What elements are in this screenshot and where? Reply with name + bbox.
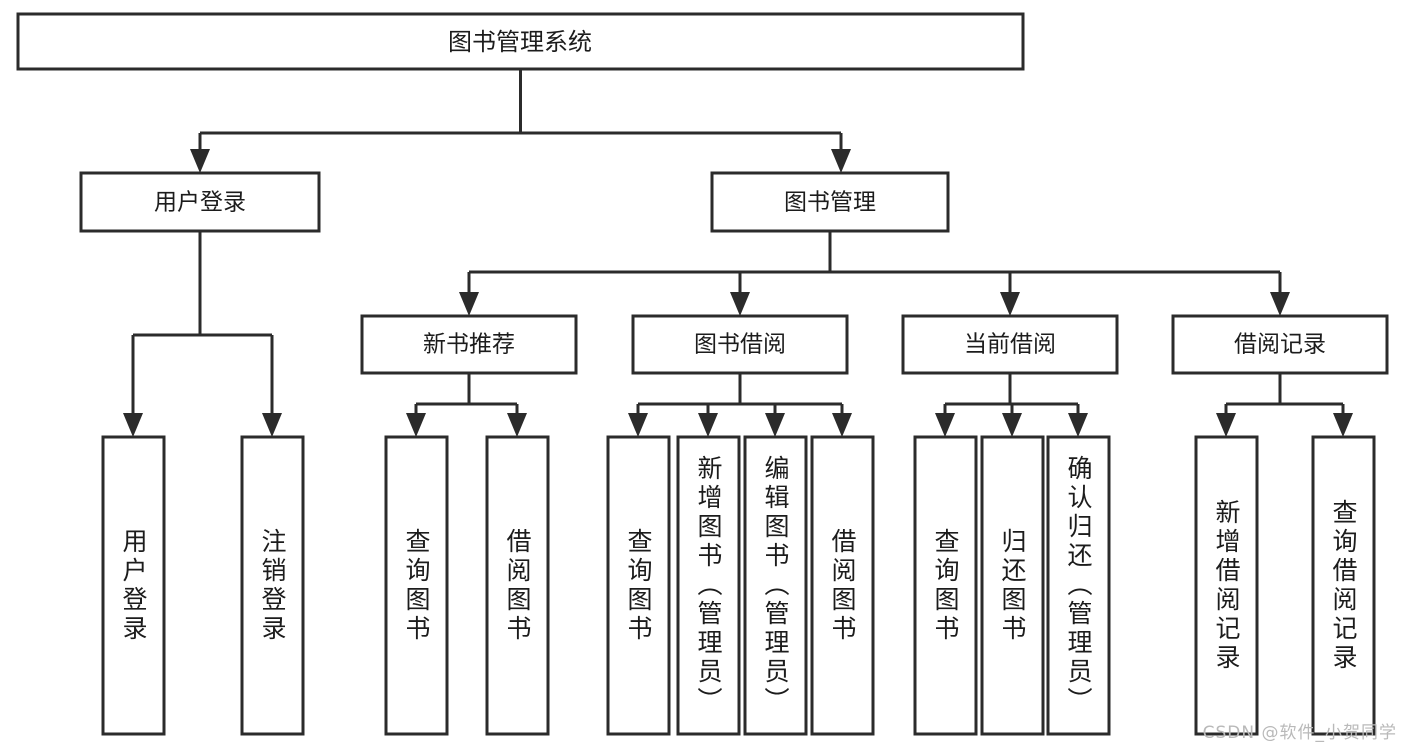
- node-new-book-recommend-label: 新书推荐: [423, 332, 515, 358]
- connector-bookborrow-to-leaves: [628, 373, 852, 437]
- leaf-box-confirm-return[interactable]: [1046, 435, 1111, 736]
- arrow-head-icon: [935, 413, 955, 437]
- node-new-book-recommend[interactable]: 新书推荐: [360, 314, 578, 375]
- node-borrow-records-label: 借阅记录: [1234, 332, 1326, 358]
- connector-borrowrecord-to-leaves: [1216, 373, 1353, 437]
- arrow-head-icon: [1068, 413, 1088, 437]
- arrow-head-icon: [628, 413, 648, 437]
- connector-root-to-level2: [190, 69, 851, 173]
- node-user-login[interactable]: 用户登录: [79, 171, 321, 233]
- leaf-box-borrow-book-1[interactable]: [485, 435, 550, 736]
- node-root-label: 图书管理系统: [448, 28, 592, 56]
- node-book-borrow-label: 图书借阅: [694, 332, 786, 358]
- arrow-head-icon: [459, 292, 479, 316]
- arrow-head-icon: [698, 413, 718, 437]
- arrow-head-icon: [1000, 292, 1020, 316]
- arrow-head-icon: [190, 149, 210, 173]
- node-book-borrow[interactable]: 图书借阅: [631, 314, 849, 375]
- node-new-book-recommend-box[interactable]: [360, 314, 578, 375]
- arrow-head-icon: [1270, 292, 1290, 316]
- node-user-login-label: 用户登录: [154, 190, 246, 216]
- node-book-management[interactable]: 图书管理: [710, 171, 950, 233]
- arrow-head-icon: [832, 413, 852, 437]
- leaf-box-borrow-book-2[interactable]: [810, 435, 875, 736]
- leaf-box-return-book[interactable]: [980, 435, 1045, 736]
- node-borrow-records-box[interactable]: [1171, 314, 1389, 375]
- leaf-box-query-book-3[interactable]: [913, 435, 978, 736]
- connector-newbook-to-leaves: [406, 373, 527, 437]
- arrow-head-icon: [1216, 413, 1236, 437]
- node-borrow-records[interactable]: 借阅记录: [1171, 314, 1389, 375]
- arrow-head-icon: [1002, 413, 1022, 437]
- node-book-management-label: 图书管理: [784, 190, 876, 216]
- node-root-box[interactable]: [16, 12, 1025, 71]
- node-book-management-box[interactable]: [710, 171, 950, 233]
- leaf-box-add-borrow-record[interactable]: [1194, 435, 1259, 736]
- leaf-box-query-book-1[interactable]: [384, 435, 449, 736]
- node-current-borrow-box[interactable]: [901, 314, 1119, 375]
- node-current-borrow-label: 当前借阅: [964, 332, 1056, 358]
- leaf-box-query-borrow-record[interactable]: [1311, 435, 1376, 736]
- node-root[interactable]: 图书管理系统: [16, 12, 1025, 71]
- leaf-box-user-logout[interactable]: [240, 435, 305, 736]
- arrow-head-icon: [262, 413, 282, 437]
- leaf-box-add-book[interactable]: [676, 435, 741, 736]
- arrow-head-icon: [1333, 413, 1353, 437]
- leaf-box-user-login[interactable]: [101, 435, 166, 736]
- node-book-borrow-box[interactable]: [631, 314, 849, 375]
- connector-bookmgmt-to-level3: [459, 231, 1290, 316]
- arrow-head-icon: [765, 413, 785, 437]
- arrow-head-icon: [406, 413, 426, 437]
- connector-currentborrow-to-leaves: [935, 373, 1088, 437]
- arrow-head-icon: [831, 149, 851, 173]
- arrow-head-icon: [730, 292, 750, 316]
- node-user-login-box[interactable]: [79, 171, 321, 233]
- node-current-borrow[interactable]: 当前借阅: [901, 314, 1119, 375]
- leaf-box-query-book-2[interactable]: [606, 435, 671, 736]
- arrow-head-icon: [507, 413, 527, 437]
- connector-userlogin-to-leaves: [123, 231, 282, 437]
- watermark-text: CSDN @软件_小贺同学: [1202, 723, 1397, 743]
- arrow-head-icon: [123, 413, 143, 437]
- leaf-box-edit-book[interactable]: [743, 435, 808, 736]
